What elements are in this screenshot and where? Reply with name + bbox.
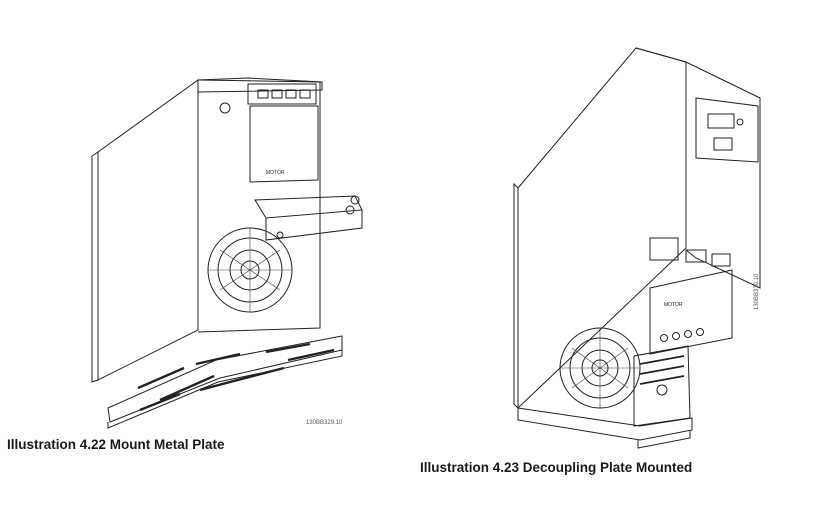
figure-code: 130BB329.10 xyxy=(306,420,343,426)
figure-caption: Illustration 4.22 Mount Metal Plate xyxy=(7,437,225,452)
illustration-mount-metal-plate: MOTOR xyxy=(80,60,380,430)
fig1-motor-label: MOTOR xyxy=(266,170,285,176)
illustration-decoupling-plate-mounted: MOTOR xyxy=(500,38,780,458)
figure-caption: Illustration 4.23 Decoupling Plate Mount… xyxy=(420,460,693,475)
fig2-motor-label: MOTOR xyxy=(664,302,683,308)
figure-code: 130BB330.10 xyxy=(754,273,760,310)
